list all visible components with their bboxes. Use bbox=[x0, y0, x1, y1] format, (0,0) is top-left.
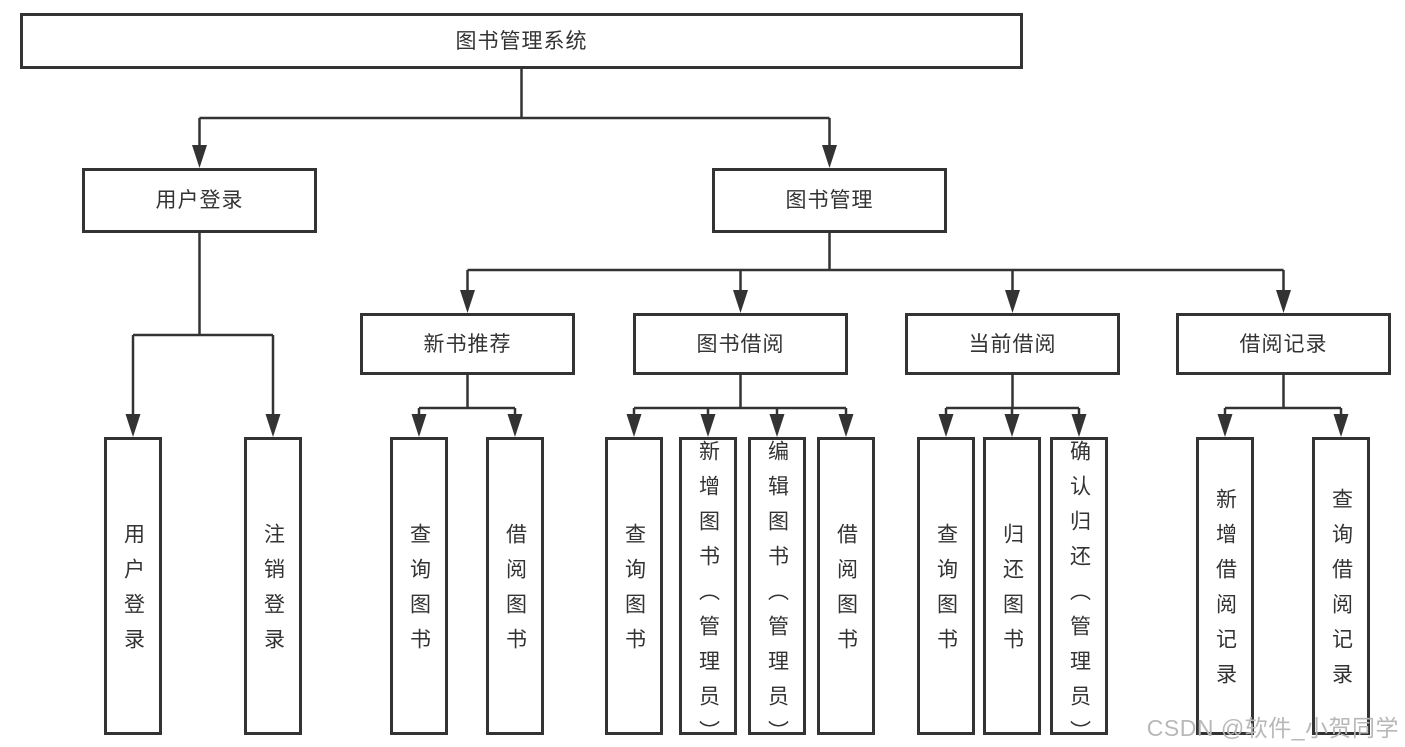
node-leaf-bb-add-books-admin: 新增图书（管理员） bbox=[679, 437, 737, 747]
node-leaf-nbr-query-books: 查询图书 bbox=[390, 437, 448, 735]
node-leaf-logout-label: 注销登录 bbox=[261, 523, 285, 663]
node-leaf-bb-borrow-books-label: 借阅图书 bbox=[834, 523, 858, 663]
node-book-borrowing-label: 图书借阅 bbox=[696, 332, 785, 356]
node-leaf-cb-return-books: 归还图书 bbox=[983, 437, 1041, 735]
node-borrowing-records-label: 借阅记录 bbox=[1239, 332, 1328, 356]
node-leaf-cb-confirm-return-admin-label: 确认归还（管理员） bbox=[1067, 440, 1091, 747]
node-leaf-cb-query-books: 查询图书 bbox=[917, 437, 975, 735]
node-user-login: 用户登录 bbox=[82, 168, 317, 233]
node-leaf-br-query-record-label: 查询借阅记录 bbox=[1329, 488, 1353, 698]
node-leaf-bb-edit-books-admin-label: 编辑图书（管理员） bbox=[765, 440, 789, 747]
node-leaf-bb-query-books-label: 查询图书 bbox=[622, 523, 646, 663]
node-leaf-bb-query-books: 查询图书 bbox=[605, 437, 663, 735]
node-leaf-nbr-borrow-books-label: 借阅图书 bbox=[503, 523, 527, 663]
node-leaf-nbr-borrow-books: 借阅图书 bbox=[486, 437, 544, 735]
node-leaf-bb-add-books-admin-label: 新增图书（管理员） bbox=[696, 440, 720, 747]
node-current-borrowing-label: 当前借阅 bbox=[968, 332, 1057, 356]
node-leaf-nbr-query-books-label: 查询图书 bbox=[407, 523, 431, 663]
node-leaf-cb-query-books-label: 查询图书 bbox=[934, 523, 958, 663]
node-book-management-label: 图书管理 bbox=[785, 189, 874, 212]
node-root-label: 图书管理系统 bbox=[455, 29, 588, 53]
node-book-management: 图书管理 bbox=[712, 168, 947, 233]
csdn-watermark: CSDN @软件_小贺同学 bbox=[1146, 715, 1399, 741]
node-borrowing-records: 借阅记录 bbox=[1176, 313, 1391, 375]
node-leaf-cb-return-books-label: 归还图书 bbox=[1000, 523, 1024, 663]
node-leaf-user-login: 用户登录 bbox=[104, 437, 162, 735]
node-leaf-bb-edit-books-admin: 编辑图书（管理员） bbox=[748, 437, 806, 747]
node-book-borrowing: 图书借阅 bbox=[633, 313, 848, 375]
node-leaf-br-add-record: 新增借阅记录 bbox=[1196, 437, 1254, 735]
node-new-book-recommend-label: 新书推荐 bbox=[423, 332, 512, 356]
node-leaf-logout: 注销登录 bbox=[244, 437, 302, 735]
arrowheads bbox=[125, 145, 1349, 437]
node-leaf-bb-borrow-books: 借阅图书 bbox=[817, 437, 875, 735]
node-user-login-label: 用户登录 bbox=[155, 189, 244, 212]
node-root: 图书管理系统 bbox=[20, 13, 1023, 69]
node-leaf-cb-confirm-return-admin: 确认归还（管理员） bbox=[1050, 437, 1108, 747]
node-new-book-recommend: 新书推荐 bbox=[360, 313, 575, 375]
node-leaf-br-query-record: 查询借阅记录 bbox=[1312, 437, 1370, 735]
node-leaf-br-add-record-label: 新增借阅记录 bbox=[1213, 488, 1237, 698]
node-leaf-user-login-label: 用户登录 bbox=[121, 523, 145, 663]
node-current-borrowing: 当前借阅 bbox=[905, 313, 1120, 375]
